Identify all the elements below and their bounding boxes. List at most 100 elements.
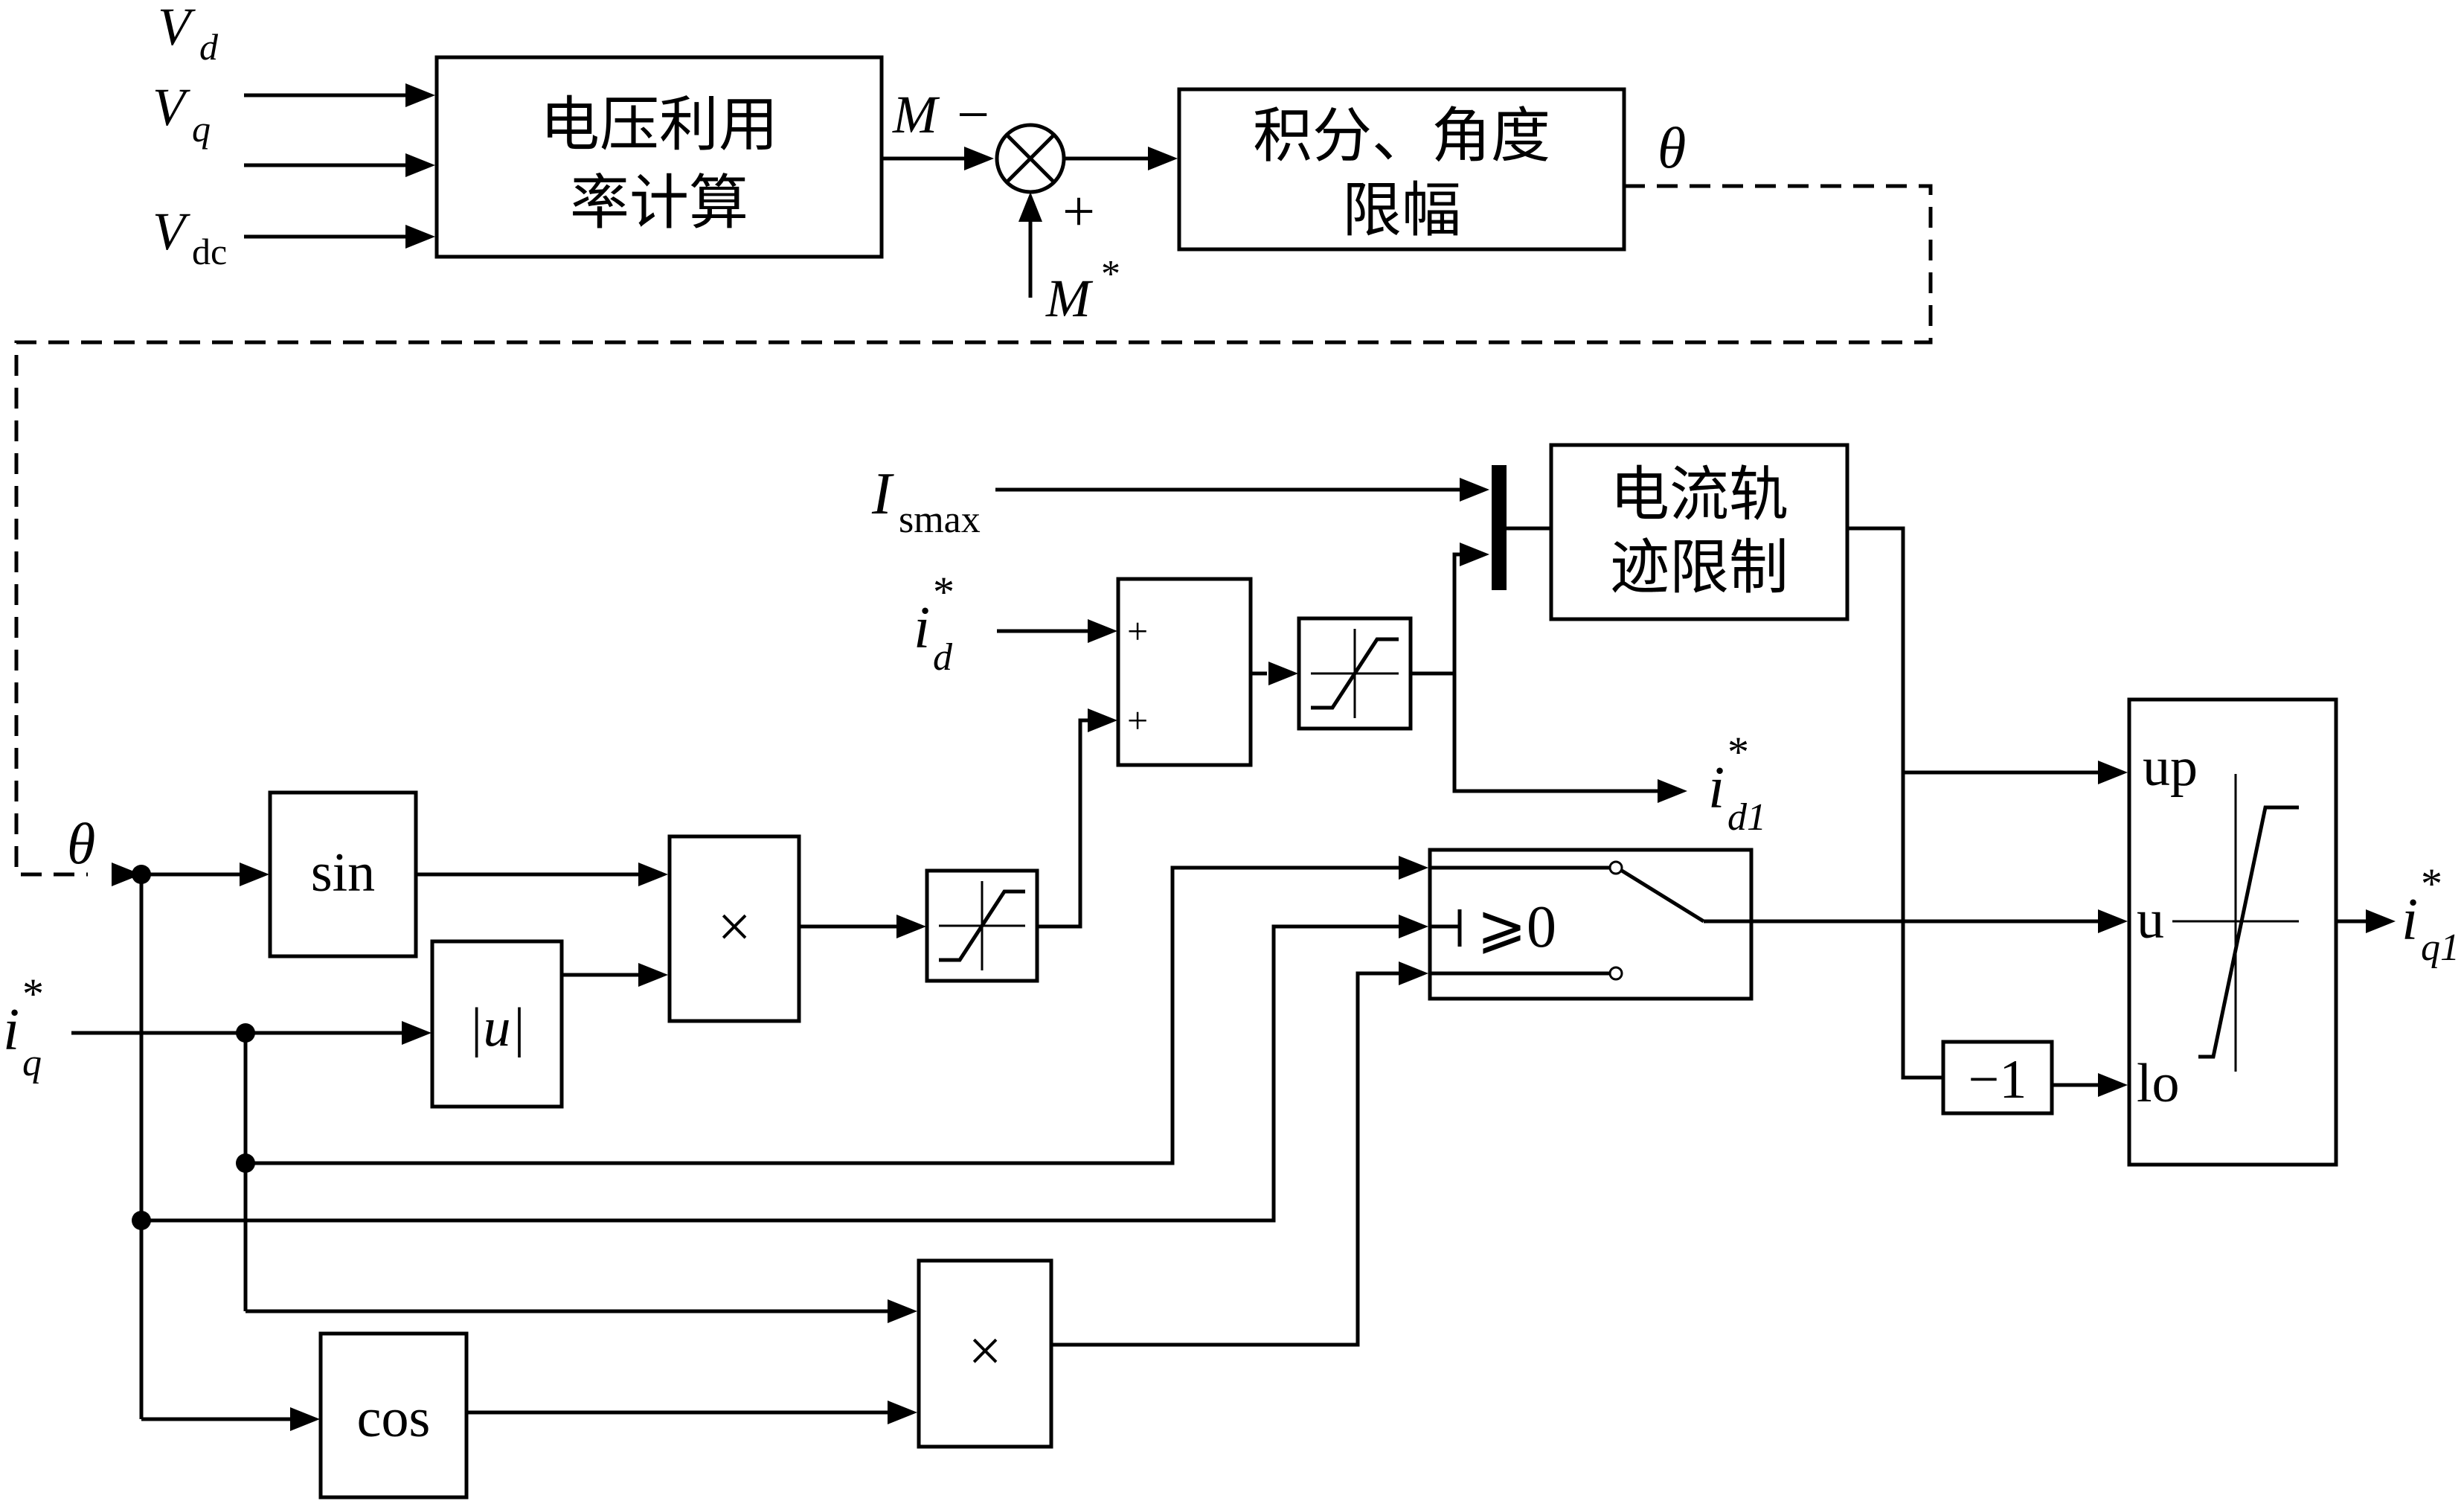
neg-one-label: −1 (1969, 1049, 2027, 1110)
dynamic-saturation-block (2127, 697, 2338, 1167)
vdc-input-label: V dc (153, 202, 227, 272)
minus-sign: − (957, 82, 989, 147)
id1-output-label: i d1 * (1708, 728, 1766, 839)
multiplier-1-block (667, 834, 801, 1023)
multiplier-2-label: × (968, 1319, 1001, 1384)
svg-text:V: V (153, 77, 190, 137)
svg-text:*: * (22, 970, 44, 1018)
svg-text:i: i (3, 997, 19, 1063)
adder-sign-1: + (1127, 610, 1148, 652)
limit-to-up-arrow (1903, 761, 2128, 784)
integral-limit-label-2: 限幅 (1342, 176, 1461, 245)
abs-to-mult-arrow (562, 963, 668, 987)
iq-to-switch-input1-wire (246, 856, 1428, 1165)
current-limit-label-2: 迹限制 (1610, 533, 1788, 602)
svg-text:q: q (22, 1042, 42, 1084)
svg-text:M: M (1045, 269, 1094, 328)
theta-input-arrow (112, 862, 141, 886)
limit-output-wire (1847, 526, 1943, 1080)
iq-ref-label: i q * (3, 970, 44, 1084)
integral-limit-label-1: 积分、角度 (1253, 101, 1550, 170)
svg-text:i: i (914, 595, 930, 661)
theta-output-label: θ (1658, 115, 1686, 180)
svg-text:q1: q1 (2421, 926, 2460, 969)
sat1-to-adder-wire (1037, 708, 1117, 929)
integral-angle-limit-block (1177, 87, 1626, 252)
saturation-2-block (1297, 616, 1413, 731)
mult2-to-switch-input2-wire (1051, 961, 1428, 1347)
multiplier-2-block (917, 1258, 1053, 1449)
saturation-curve (2172, 774, 2299, 1072)
current-limit-label-1: 电流轨 (1610, 460, 1788, 529)
theta-feedback-dashed-line (14, 184, 1933, 877)
svg-text:i: i (2402, 887, 2418, 953)
svg-text:*: * (1727, 728, 1749, 776)
switch-condition-label: ⩾0 (1477, 894, 1556, 960)
vd-arrow (244, 83, 435, 107)
sin-label: sin (311, 842, 375, 903)
id-ref-arrow (997, 619, 1117, 643)
svg-text:V: V (153, 202, 190, 261)
sin-block (268, 790, 418, 958)
m-ref-arrow (1018, 192, 1042, 298)
id1-output-arrow (1452, 673, 1687, 803)
svg-text:i: i (1708, 755, 1725, 821)
iq1-output-arrow (2336, 909, 2396, 933)
theta-input-label: θ (67, 811, 95, 876)
plus-sign: + (1062, 179, 1095, 243)
sat-port-up: up (2143, 737, 2198, 798)
theta-to-switch-ctrl-wire (141, 915, 1428, 1223)
sum-to-integral-arrow (1064, 147, 1178, 170)
svg-text:d1: d1 (1727, 796, 1766, 839)
vq-arrow (244, 153, 435, 177)
summing-junction (995, 123, 1066, 194)
ismax-arrow (995, 478, 1489, 502)
sin-to-mult-arrow (416, 862, 668, 886)
svg-text:*: * (2421, 860, 2442, 908)
vq-input-label: V q (153, 77, 211, 150)
adder-to-sat2-arrow (1251, 662, 1298, 685)
m-ref-label: M * (1045, 253, 1120, 328)
current-trajectory-limit-block (1549, 443, 1849, 621)
sat-port-u: u (2137, 889, 2164, 950)
adder-sign-2: + (1127, 700, 1148, 741)
svg-text:*: * (933, 568, 955, 616)
saturation-1-block (925, 868, 1039, 983)
svg-text:d: d (199, 26, 219, 68)
neg-one-gain-block (1941, 1040, 2054, 1116)
voltage-utilization-block (434, 55, 884, 259)
svg-text:I: I (871, 461, 894, 527)
svg-text:q: q (192, 108, 211, 150)
svg-text:V: V (158, 0, 196, 57)
iq-to-mult2-arrow (246, 1299, 917, 1323)
svg-text:d: d (933, 636, 953, 679)
svg-text:smax: smax (899, 499, 981, 541)
vdc-arrow (244, 225, 435, 249)
gain-to-lo-arrow (2052, 1073, 2128, 1097)
abs-label: |u| (468, 997, 526, 1058)
m-arrow (882, 147, 994, 170)
multiplier-1-label: × (717, 894, 751, 960)
theta-to-cos-arrow (141, 1407, 320, 1431)
abs-block (430, 939, 564, 1109)
switch-to-u-arrow (1751, 909, 2128, 933)
m-feedback-label: M (892, 85, 940, 144)
cos-to-mult2-arrow (466, 1401, 917, 1424)
svg-text:dc: dc (192, 231, 227, 272)
cos-label: cos (357, 1388, 431, 1449)
iq-to-abs-arrow (246, 1021, 431, 1045)
svg-text:*: * (1101, 253, 1120, 295)
ismax-label: I smax (871, 461, 981, 541)
mux-bar (1492, 465, 1507, 590)
vd-input-label: V d (158, 0, 219, 68)
voltage-utilization-label-2: 率计算 (570, 168, 748, 237)
switch-block (1428, 848, 1754, 1001)
voltage-utilization-label-1: 电压利用 (540, 90, 778, 159)
iq1-output-label: i q1 * (2402, 860, 2460, 969)
sat-port-lo: lo (2137, 1053, 2180, 1114)
sat2-to-mux-arrow (1452, 543, 1489, 673)
cos-block (318, 1331, 469, 1500)
mult1-to-sat1-arrow (799, 915, 926, 938)
theta-to-sin-arrow (141, 862, 269, 886)
id-ref-label: i d * (914, 568, 955, 679)
